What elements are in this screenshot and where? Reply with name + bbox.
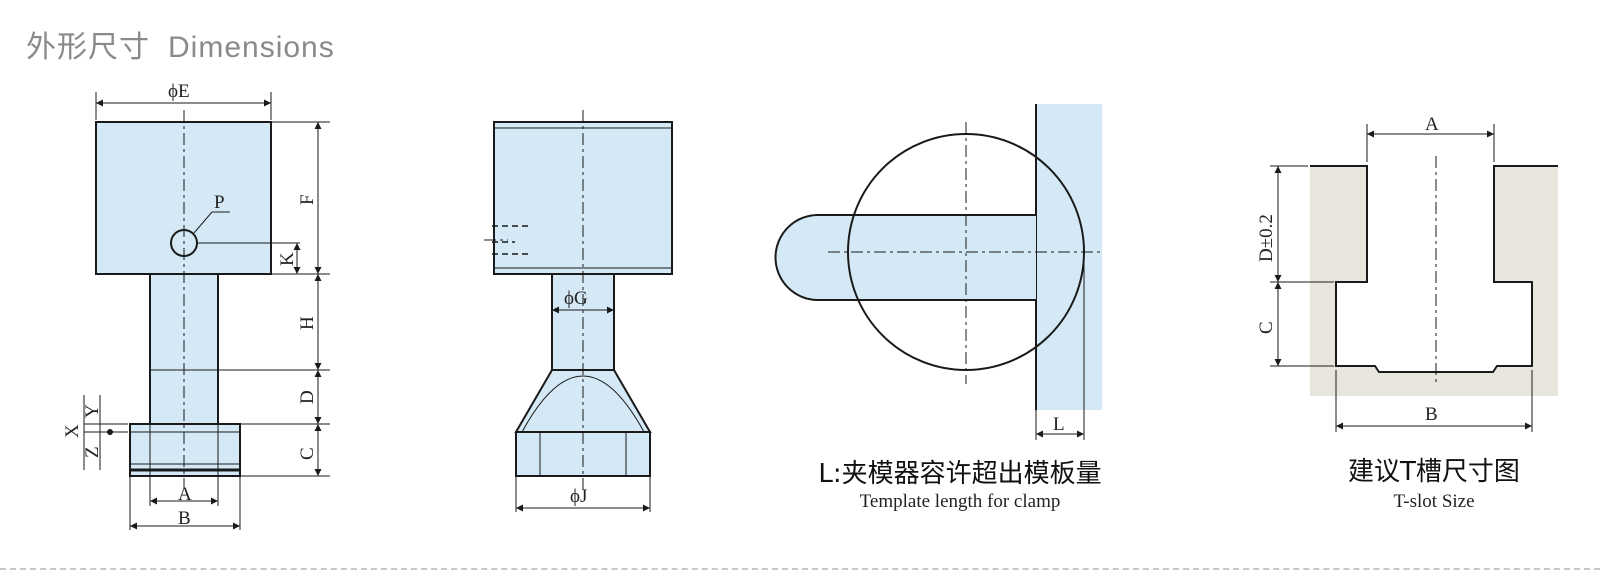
caption-tslot-en: T-slot Size: [1393, 491, 1474, 512]
label-l: L: [1053, 414, 1065, 435]
slot-label-c: C: [1256, 321, 1277, 334]
label-k: K: [277, 252, 298, 266]
label-phi-e: ϕE: [168, 81, 190, 102]
label-d: D: [297, 390, 318, 404]
label-p: P: [214, 192, 225, 213]
label-c: C: [297, 447, 318, 460]
t-slot-view: A B D±0.2 C 建议T槽尺寸图 T-slot Size: [1256, 114, 1558, 512]
label-phi-j: ϕJ: [570, 486, 587, 507]
slot-label-a: A: [1425, 114, 1439, 135]
clamp-foot: [129, 423, 241, 477]
slot-label-d: D±0.2: [1256, 214, 1277, 262]
caption-template-cn: L:夹模器容许超出模板量: [818, 459, 1101, 489]
front-view: P ϕE F K H D C X Y Z: [62, 81, 330, 530]
label-a: A: [178, 484, 192, 505]
label-z: Z: [82, 446, 103, 458]
caption-template-en: Template length for clamp: [860, 491, 1061, 512]
bottom-divider: [0, 568, 1600, 570]
clamp-slot-body: [774, 214, 1036, 301]
label-y: Y: [82, 404, 103, 418]
slot-label-b: B: [1425, 404, 1438, 425]
label-x: X: [62, 424, 83, 438]
template-plate: [1036, 104, 1102, 410]
title-en: Dimensions: [168, 31, 335, 64]
caption-tslot-cn: 建议T槽尺寸图: [1348, 457, 1520, 487]
label-f: F: [297, 194, 318, 205]
page-title: 外形尺寸 Dimensions: [26, 22, 335, 66]
top-view: L L:夹模器容许超出模板量 Template length for clamp: [774, 104, 1102, 512]
slot-material: [1310, 166, 1558, 396]
side-view: ϕG ϕJ: [484, 110, 673, 512]
label-b: B: [178, 508, 191, 529]
label-h: H: [297, 316, 318, 330]
title-cn: 外形尺寸: [26, 30, 150, 65]
label-phi-g: ϕG: [564, 288, 588, 309]
